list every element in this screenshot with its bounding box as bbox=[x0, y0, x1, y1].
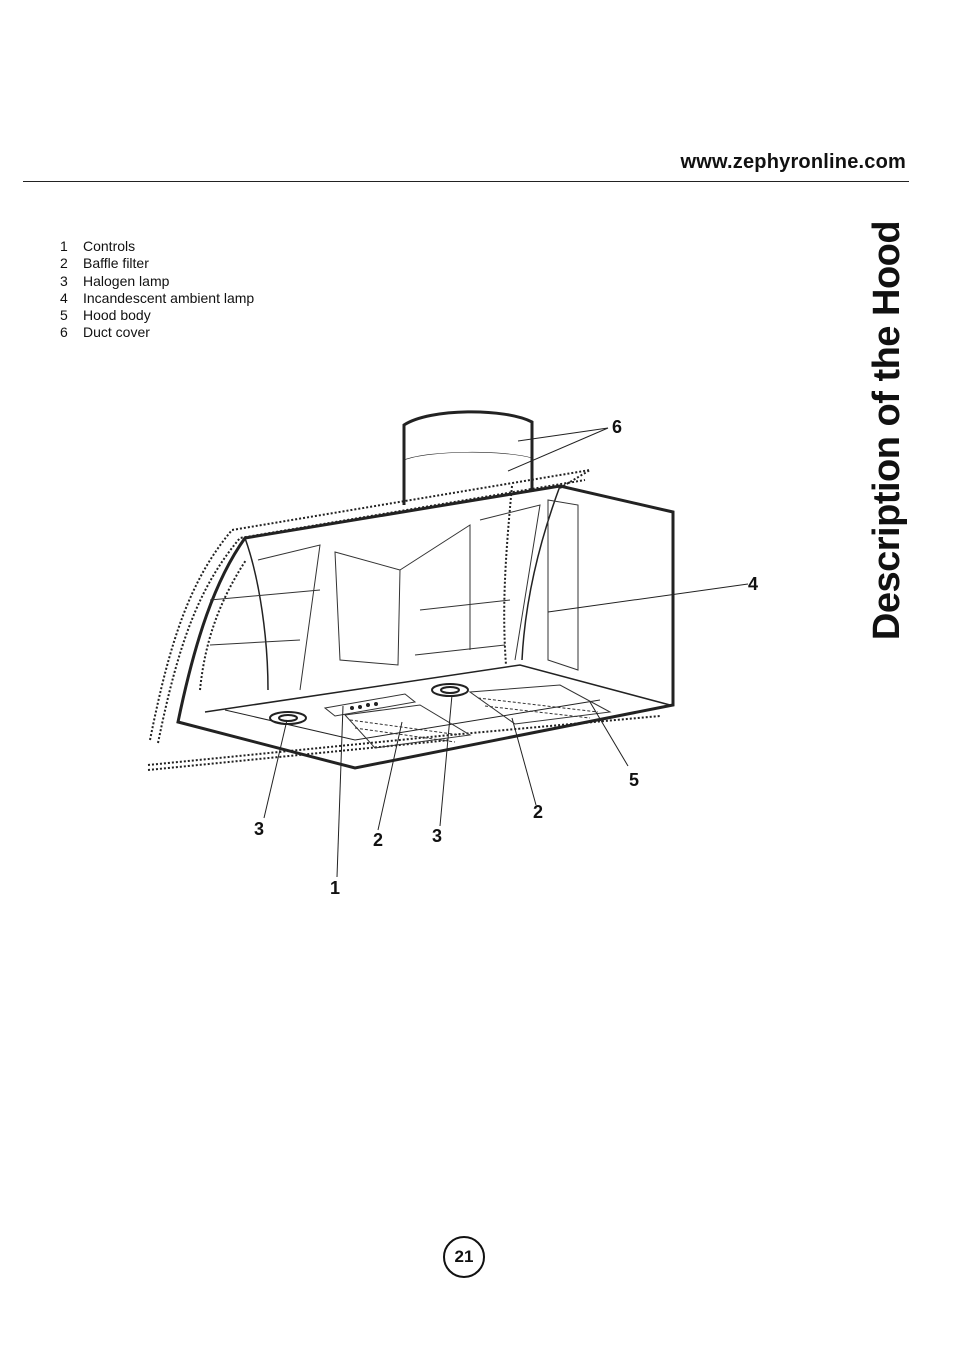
legend-label: Duct cover bbox=[83, 324, 150, 341]
page-number: 21 bbox=[443, 1236, 485, 1278]
callout-leaders bbox=[263, 427, 749, 878]
controls-panel bbox=[323, 693, 417, 717]
legend-number: 6 bbox=[60, 324, 68, 341]
callout-5: 5 bbox=[629, 770, 639, 790]
section-title: Description of the Hood bbox=[867, 220, 909, 639]
callout-1: 1 bbox=[330, 878, 340, 898]
legend-number: 3 bbox=[60, 272, 68, 289]
callout-2-left: 2 bbox=[373, 830, 383, 850]
legend-item: 5 Hood body bbox=[60, 307, 254, 324]
page-number-text: 21 bbox=[454, 1247, 474, 1266]
legend-item: 2 Baffle filter bbox=[60, 255, 254, 272]
callout-3-left: 3 bbox=[254, 819, 264, 839]
legend-label: Hood body bbox=[83, 307, 151, 324]
site-url: www.zephyronline.com bbox=[680, 151, 906, 173]
legend-item: 4 Incandescent ambient lamp bbox=[60, 290, 254, 307]
legend-item: 6 Duct cover bbox=[60, 324, 254, 341]
halogen-lamps bbox=[269, 683, 469, 725]
legend-item: 3 Halogen lamp bbox=[60, 273, 254, 290]
legend-number: 4 bbox=[60, 289, 68, 306]
callout-4: 4 bbox=[748, 574, 758, 594]
wall-bracket-outline bbox=[147, 469, 661, 771]
header-divider bbox=[23, 181, 909, 182]
hood-diagram: 6 4 5 2 3 2 3 1 bbox=[147, 410, 758, 898]
legend-label: Controls bbox=[83, 238, 136, 254]
hood-body bbox=[176, 484, 675, 770]
legend-item: 1 Controls bbox=[60, 238, 254, 255]
legend-number: 1 bbox=[60, 238, 68, 254]
callout-2-right: 2 bbox=[533, 802, 543, 822]
baffle-filters bbox=[343, 684, 612, 749]
section-title-text: Description of the Hood bbox=[866, 220, 909, 640]
legend-label: Baffle filter bbox=[83, 255, 149, 272]
legend-label: Halogen lamp bbox=[83, 272, 170, 289]
parts-legend: 1 Controls 2 Baffle filter 3 Halogen lamp 4… bbox=[60, 238, 254, 342]
legend-label: Incandescent ambient lamp bbox=[83, 289, 255, 306]
legend-number: 2 bbox=[60, 255, 68, 272]
callout-3-center: 3 bbox=[432, 826, 442, 846]
duct-cover bbox=[402, 410, 534, 505]
callout-6: 6 bbox=[612, 417, 622, 437]
inner-panels bbox=[209, 499, 579, 691]
legend-number: 5 bbox=[60, 307, 68, 324]
